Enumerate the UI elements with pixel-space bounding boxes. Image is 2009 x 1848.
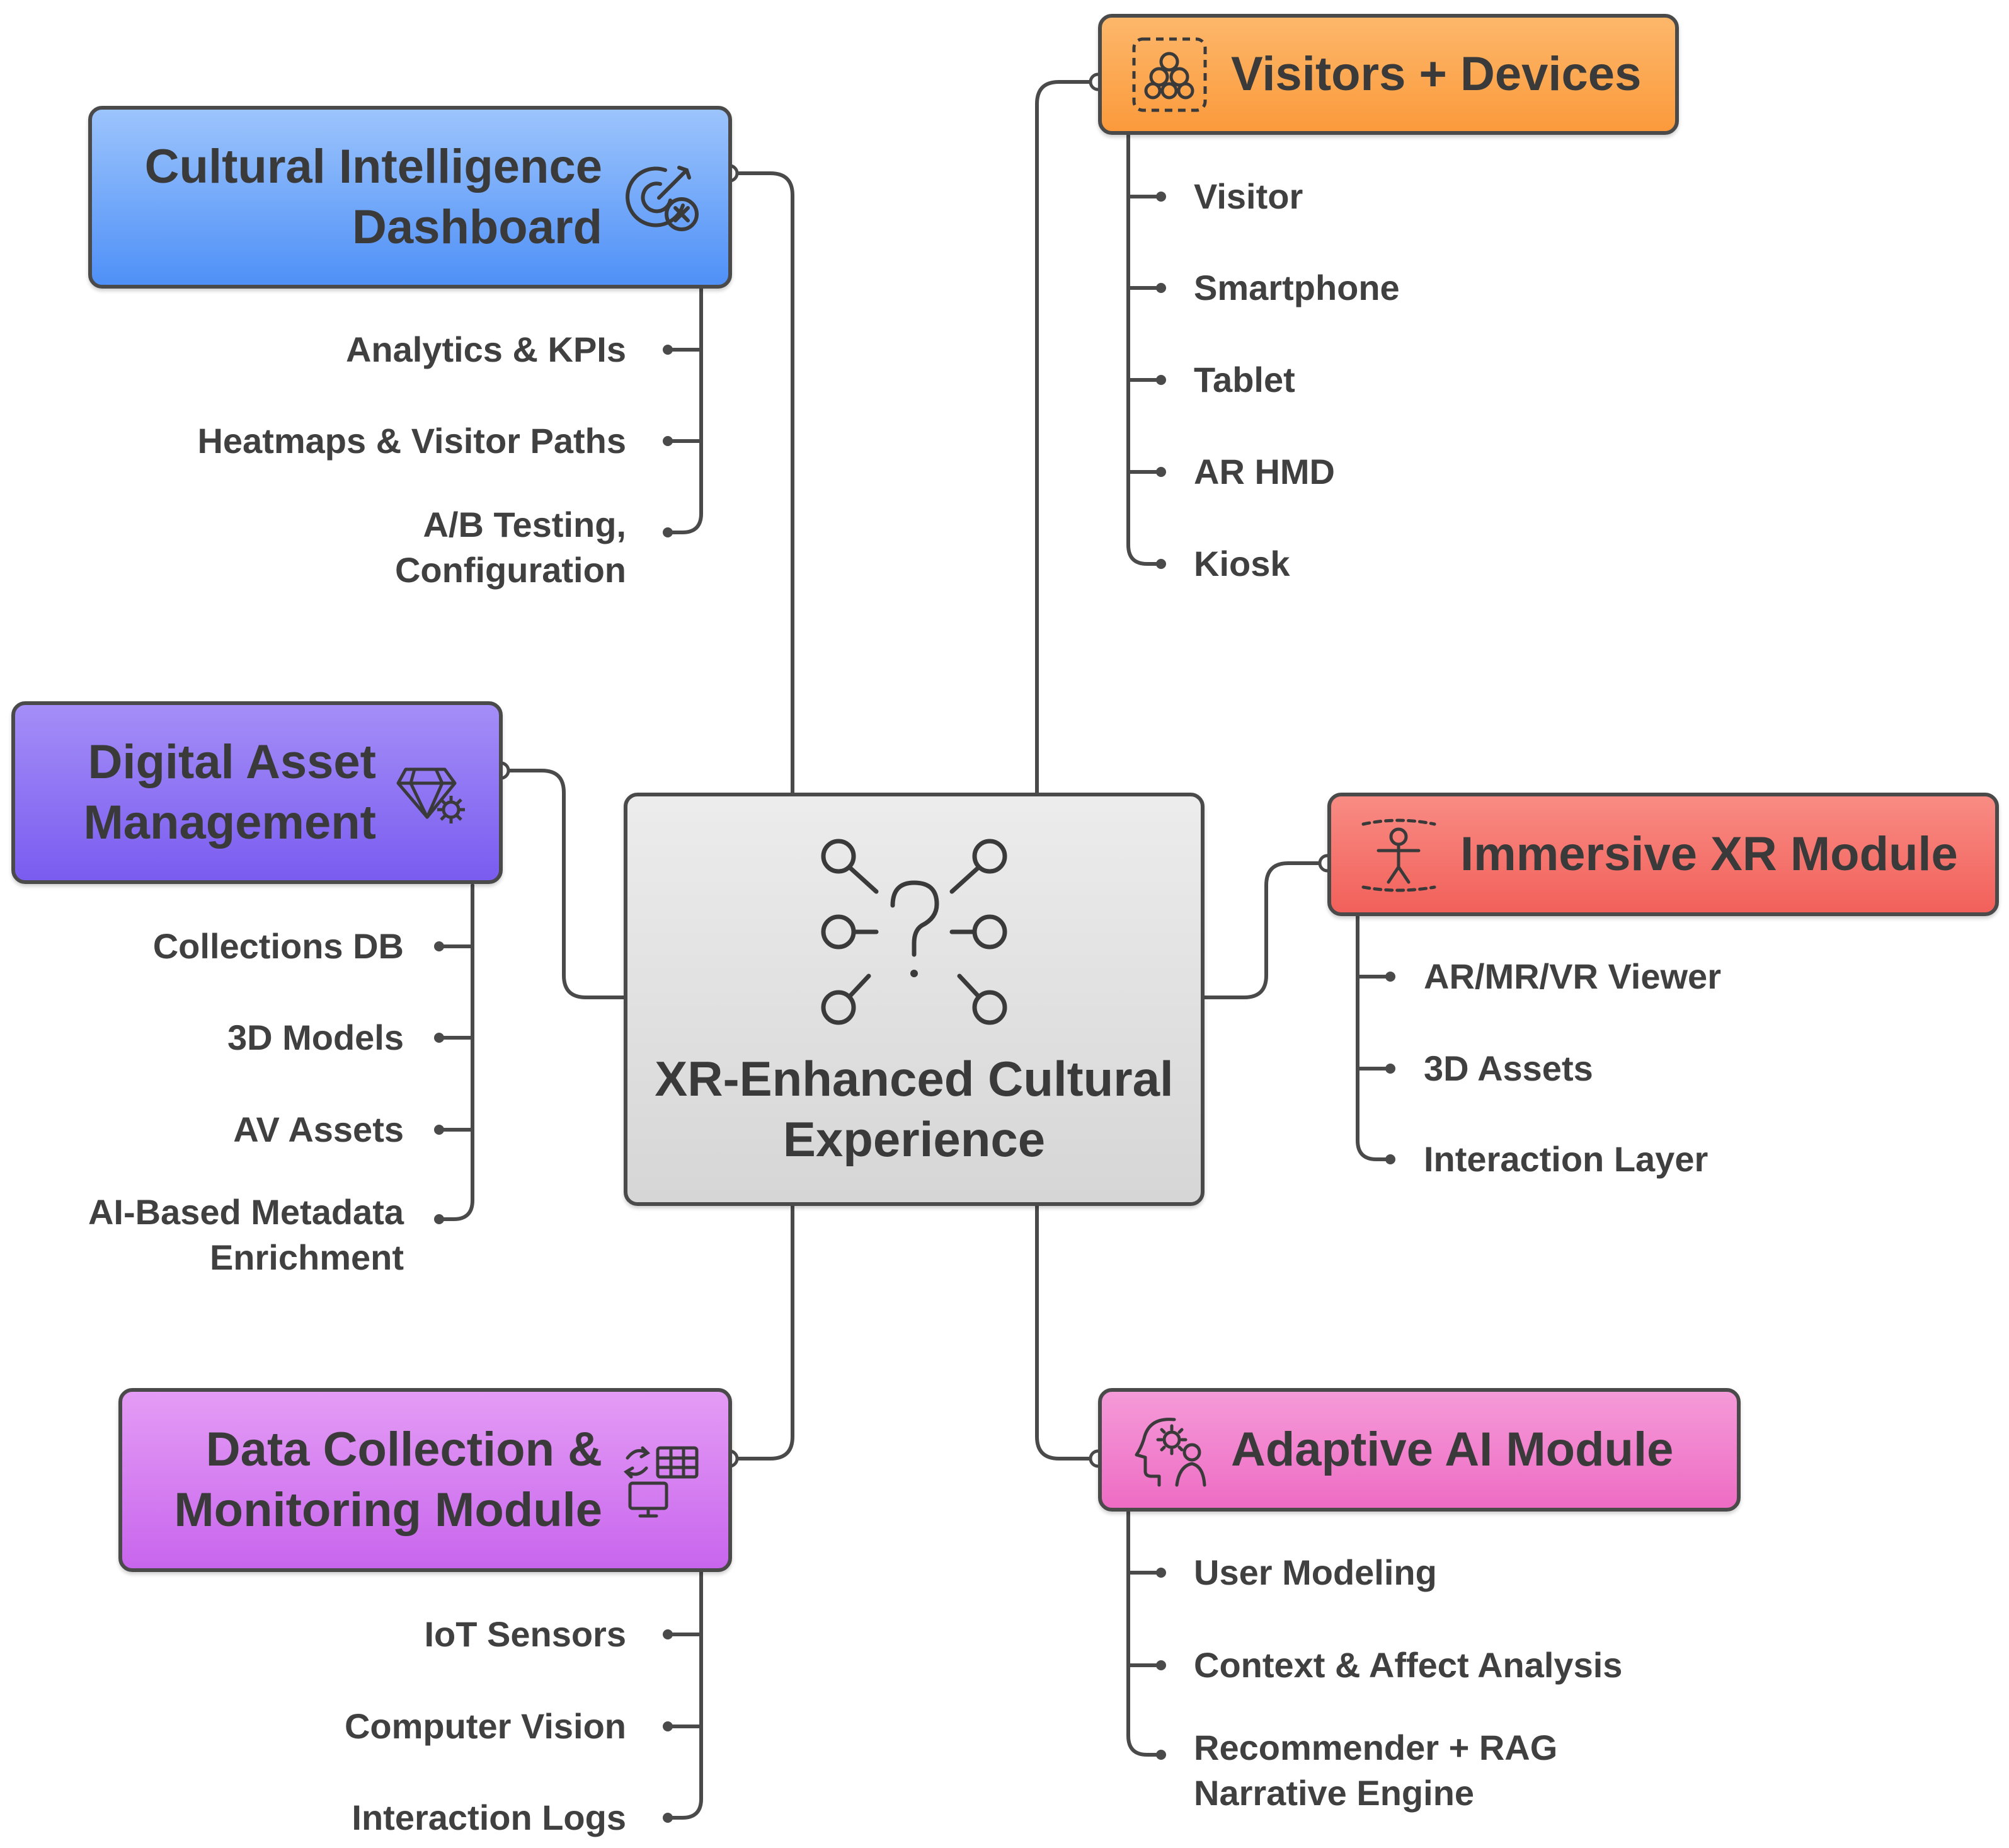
visitors-item: Smartphone (1194, 268, 1400, 307)
spine-xr (1356, 915, 1392, 1161)
visitors-node[interactable]: Visitors + Devices (1098, 14, 1679, 135)
dashboard-item: Configuration (394, 550, 626, 590)
connector-center-xr (1203, 861, 1329, 999)
visitors-item: AR HMD (1194, 452, 1335, 491)
head-gear-icon (1135, 1417, 1206, 1486)
asset-item: Enrichment (209, 1237, 404, 1277)
asset-title-line2: Management (83, 796, 376, 849)
visitors-item: Tablet (1194, 360, 1295, 399)
dashboard-item: A/B Testing, (423, 505, 626, 544)
dashboard-item: Heatmaps & Visitor Paths (197, 421, 626, 461)
asset-item: AV Assets (233, 1110, 404, 1149)
ai-item: Context & Affect Analysis (1194, 1645, 1623, 1685)
target-cross-icon (626, 166, 699, 231)
spine-ai (1126, 1510, 1163, 1757)
spine-monitoring (666, 1570, 703, 1820)
connector-center-ai (1035, 1204, 1100, 1461)
asset-item: AI-Based Metadata (88, 1192, 404, 1232)
visitors-title: Visitors + Devices (1231, 47, 1642, 101)
asset-item: Collections DB (152, 926, 404, 966)
central-title-line2: Experience (782, 1111, 1046, 1167)
spine-visitors (1126, 134, 1163, 566)
monitoring-title-line2: Monitoring Module (174, 1483, 602, 1537)
dashboard-node[interactable]: Cultural Intelligence Dashboard (88, 106, 732, 289)
central-node[interactable]: XR-Enhanced Cultural Experience (624, 793, 1205, 1206)
monitoring-item: IoT Sensors (424, 1614, 626, 1654)
ai-item: User Modeling (1194, 1552, 1437, 1592)
asset-item: 3D Models (227, 1018, 404, 1057)
dashboard-item: Analytics & KPIs (345, 330, 626, 369)
monitoring-item: Interaction Logs (352, 1798, 626, 1837)
spine-dashboard (666, 285, 703, 534)
xr-item: Interaction Layer (1424, 1139, 1709, 1179)
monitoring-item: Computer Vision (344, 1706, 626, 1746)
monitor-table-icon (623, 1446, 699, 1518)
connector-center-asset (499, 769, 626, 999)
xr-node[interactable]: Immersive XR Module (1327, 793, 1999, 916)
visitors-item: Kiosk (1194, 544, 1290, 583)
xr-item: 3D Assets (1424, 1048, 1593, 1088)
monitoring-title-line1: Data Collection & (205, 1423, 602, 1476)
asset-node[interactable]: Digital Asset Management (11, 701, 503, 884)
question-network-icon (821, 839, 1007, 1025)
connector-center-visitors (1035, 80, 1100, 795)
xr-item: AR/MR/VR Viewer (1424, 956, 1721, 996)
ai-title: Adaptive AI Module (1231, 1423, 1674, 1476)
visitors-item: Visitor (1194, 176, 1303, 216)
dashboard-title-line1: Cultural Intelligence (144, 140, 602, 193)
connector-center-monitoring (728, 1204, 794, 1461)
ai-node[interactable]: Adaptive AI Module (1098, 1388, 1741, 1512)
spine-asset (437, 883, 474, 1221)
devices-cluster-icon (1132, 37, 1207, 112)
ai-item: Narrative Engine (1194, 1773, 1475, 1813)
asset-title-line1: Digital Asset (88, 735, 376, 789)
xr-title: Immersive XR Module (1460, 827, 1958, 881)
ai-item: Recommender + RAG (1194, 1728, 1558, 1767)
monitoring-node[interactable]: Data Collection & Monitoring Module (118, 1388, 732, 1572)
person-scan-icon (1361, 818, 1436, 892)
central-title-line1: XR-Enhanced Cultural (655, 1051, 1174, 1106)
gem-gear-icon (396, 767, 465, 824)
connector-center-dashboard (728, 171, 794, 795)
dashboard-title-line2: Dashboard (352, 200, 602, 254)
